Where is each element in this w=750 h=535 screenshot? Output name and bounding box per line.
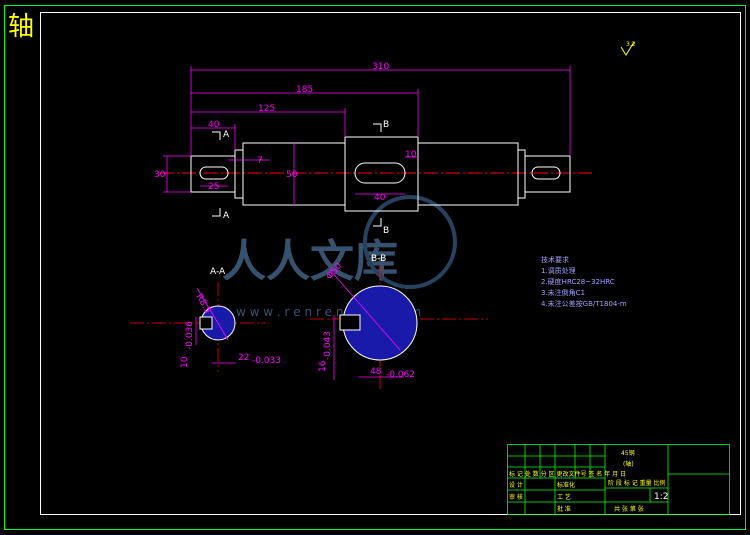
tb-material: 45钢 (621, 449, 635, 457)
marker-a-bottom: A (223, 211, 230, 221)
notes-heading: 技术要求 (541, 255, 569, 264)
main-view-dimensions (163, 66, 571, 205)
outer-frame (4, 5, 746, 530)
keyway-right (531, 166, 561, 180)
tb-part-name: (轴) (623, 460, 634, 468)
section-b-width-tol: -0.062 (386, 370, 415, 380)
roughness-value: 3.2 (626, 41, 636, 48)
dim-length-125: 125 (258, 104, 275, 114)
section-b-view (310, 265, 488, 390)
dim-diameter-50: 50 (286, 170, 298, 180)
roughness-symbol: 3.2 (620, 41, 636, 56)
tb-sheet-row: 共 张 第 张 (614, 505, 644, 513)
section-b-depth: 16 (318, 360, 328, 372)
inner-frame (40, 12, 741, 515)
tb-design: 设 计 (509, 481, 523, 489)
section-a-view (130, 282, 265, 372)
section-b-depth-tol: -0.043 (323, 331, 333, 360)
marker-a-top: A (223, 130, 230, 140)
watermark: 人人文库 w w w . r e n r e n d o c . c o m (222, 195, 457, 319)
technical-notes: 技术要求 1.调质处理 2.硬度HRC28~32HRC 3.未注倒角C1 4.未… (541, 255, 627, 308)
note-item-4: 4.未注公差按GB/T1804-m (541, 299, 627, 308)
section-a-width-tol: -0.033 (252, 356, 281, 366)
watermark-ring (363, 195, 457, 289)
section-b-width: 48 (370, 367, 382, 377)
dim-key-offset: 7 (257, 156, 263, 166)
dim-overall-length: 310 (372, 62, 389, 72)
dim-key-length-40: 40 (374, 193, 386, 203)
section-a-radius: R8.5 (193, 293, 212, 316)
dim-length-185: 185 (296, 85, 313, 95)
section-a-depth-tol: -0.036 (185, 321, 195, 350)
right-body (417, 142, 519, 206)
section-markers (212, 123, 382, 227)
tb-standard: 标准化 (557, 481, 575, 489)
section-b-title: B-B (371, 254, 386, 264)
note-item-1: 1.调质处理 (541, 266, 576, 275)
left-step (234, 149, 244, 199)
tb-review: 审 核 (509, 493, 523, 501)
dim-length-40: 40 (208, 120, 220, 130)
note-item-2: 2.硬度HRC28~32HRC (541, 277, 615, 286)
marker-b-top: B (383, 120, 389, 130)
tb-stage-row: 阶 段 标 记 重量 比例 (608, 479, 666, 487)
tb-sign-row: 标 记 处 数 分 区 更改文件号 签 名 年 月 日 (509, 470, 626, 478)
right-journal (524, 155, 571, 193)
section-a-title: A-A (210, 267, 226, 277)
dim-diameter-30: 30 (154, 170, 166, 180)
dim-key-width-10: 10 (405, 150, 417, 160)
title-block (507, 444, 730, 515)
keyway-middle (354, 162, 406, 184)
marker-b-bottom: B (383, 226, 389, 236)
dim-key-length-25: 25 (208, 182, 219, 192)
section-a-depth: 10 (180, 356, 190, 368)
drawing-title: 轴 (8, 12, 35, 42)
tb-approve: 批 准 (557, 505, 571, 513)
right-step (517, 149, 526, 199)
tb-process: 工 艺 (557, 493, 571, 501)
tb-scale: 1:2 (654, 492, 668, 502)
keyway-left (199, 166, 229, 180)
note-item-3: 3.未注倒角C1 (541, 288, 585, 297)
section-a-width: 22 (238, 353, 249, 363)
